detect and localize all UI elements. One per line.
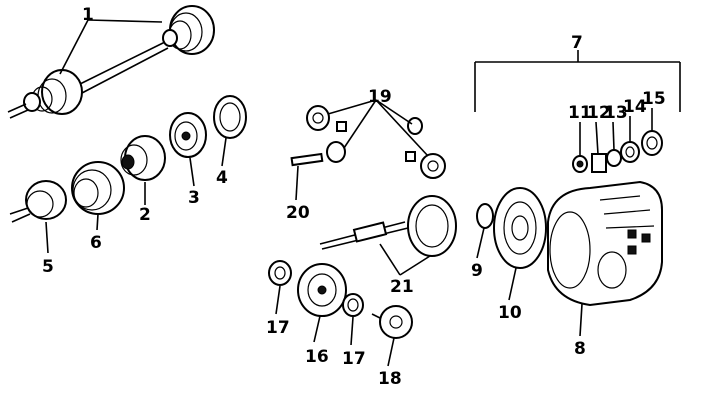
callout-20: 20 — [286, 203, 310, 223]
cover-gasket — [493, 187, 547, 269]
callout-13: 13 — [604, 103, 628, 123]
callout-labels: 1 2 3 4 5 6 7 8 9 10 11 12 13 14 15 16 1… — [42, 5, 666, 389]
callout-8: 8 — [574, 339, 586, 359]
callout-10: 10 — [498, 303, 522, 323]
callout-15: 15 — [642, 89, 666, 109]
small-seal — [476, 203, 494, 229]
bearing-left — [268, 260, 292, 286]
callout-14: 14 — [623, 97, 647, 117]
callout-11: 11 — [568, 103, 592, 123]
inner-cv-joint — [120, 135, 166, 181]
callout-3: 3 — [188, 188, 200, 208]
kit-small-parts — [572, 130, 663, 173]
callout-17-left: 17 — [266, 318, 290, 338]
ring-and-pinion — [319, 195, 457, 257]
callout-16: 16 — [305, 347, 329, 367]
axle-shaft-assembly — [7, 5, 215, 119]
callout-5: 5 — [42, 257, 54, 277]
callout-4: 4 — [216, 168, 228, 188]
callout-18: 18 — [378, 369, 402, 389]
outer-cv-joint — [9, 180, 67, 223]
callout-19: 19 — [368, 87, 392, 107]
callout-21: 21 — [390, 277, 414, 297]
leader-lines — [45, 19, 653, 367]
drive-flange — [169, 112, 207, 158]
callout-9: 9 — [471, 261, 483, 281]
callout-2: 2 — [139, 205, 151, 225]
callout-7: 7 — [571, 33, 583, 53]
cv-boot — [71, 161, 125, 215]
callout-12: 12 — [587, 103, 611, 123]
output-flange — [371, 305, 413, 339]
callout-1: 1 — [82, 5, 94, 25]
callout-6: 6 — [90, 233, 102, 253]
seal-ring — [213, 95, 247, 139]
carrier-housing — [547, 180, 663, 307]
kit-bracket — [474, 50, 681, 112]
bearing-right — [342, 293, 364, 317]
differential-case — [297, 263, 347, 317]
callout-17-right: 17 — [342, 349, 366, 369]
cross-pin — [290, 152, 324, 167]
differential-gears — [306, 105, 446, 179]
